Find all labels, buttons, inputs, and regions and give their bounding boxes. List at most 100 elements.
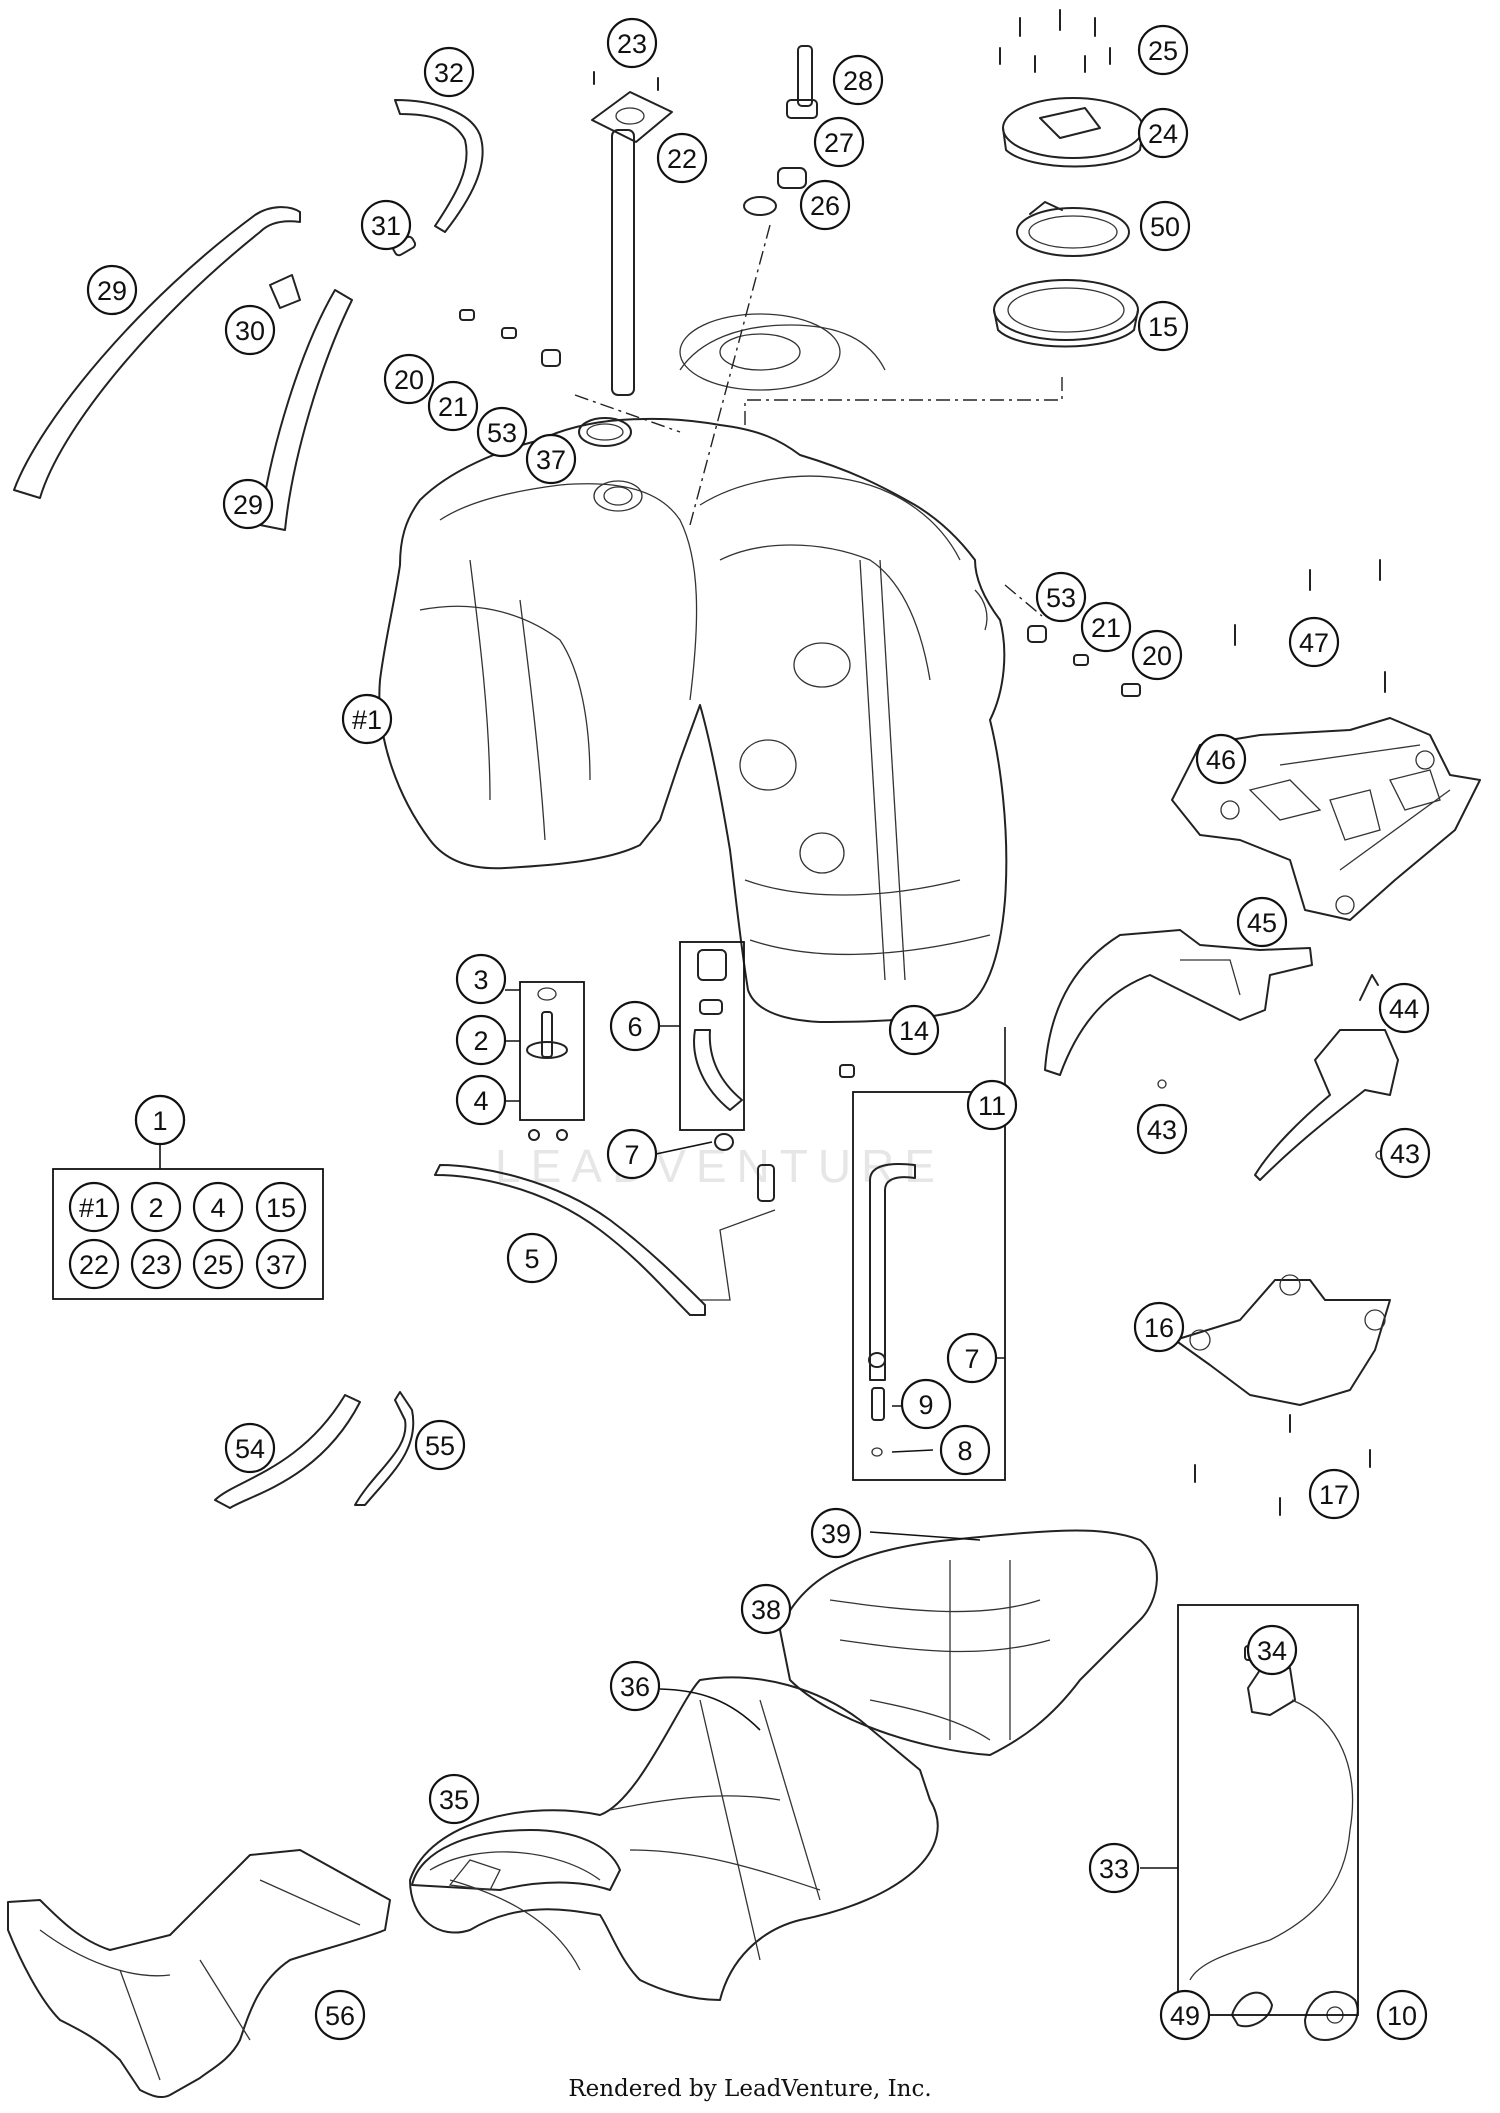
callout-label: 43 [1147,1115,1177,1145]
callout-hash-1: #1 [341,693,393,745]
callout-53: 53 [1035,571,1087,623]
callout-7: 7 [606,1128,658,1180]
callout-bubbles: 1234567789101114151617202021212223242526… [86,17,1431,2041]
callout-label: 10 [1387,2001,1417,2031]
kit-item-label: 2 [148,1193,163,1223]
callout-label: 3 [473,965,488,995]
callout-29: 29 [222,478,274,530]
callout-11: 11 [966,1079,1018,1131]
callout-55: 55 [414,1419,466,1471]
group-frames [52,941,1359,2016]
callout-label: 32 [434,58,464,88]
kit-item-label: 37 [266,1250,296,1280]
callout-14: 14 [888,1004,940,1056]
watermark-text: LEADVENTURE [495,1140,945,1192]
callout-label: 20 [1142,641,1172,671]
callout-45: 45 [1236,896,1288,948]
callout-38: 38 [740,1583,792,1635]
callout-17: 17 [1308,1468,1360,1520]
kit-item: 23 [130,1238,182,1290]
callout-29: 29 [86,264,138,316]
callout-label: 33 [1099,1854,1129,1884]
callout-label: 44 [1389,994,1419,1024]
filler-neck [591,71,673,396]
callout-label: 34 [1257,1636,1287,1666]
drain-hose [868,1162,916,1457]
callout-23: 23 [606,17,658,69]
callout-label: 25 [1148,36,1178,66]
kit-item: 4 [192,1181,244,1233]
callout-50: 50 [1139,200,1191,252]
callout-56: 56 [314,1989,366,2041]
callout-label: 24 [1148,119,1178,149]
callout-53: 53 [476,406,528,458]
callout-33: 33 [1088,1842,1140,1894]
callout-label: 35 [439,1785,469,1815]
callout-46: 46 [1195,733,1247,785]
callout-label: 27 [824,128,854,158]
grab-handle-bracket [1044,929,1313,1076]
callout-label: 7 [964,1344,979,1374]
valve-parts [743,45,818,216]
callout-15: 15 [1137,300,1189,352]
luggage-rack [1171,559,1481,921]
callout-label: #1 [352,705,382,735]
callout-label: 49 [1170,2001,1200,2031]
callout-24: 24 [1137,107,1189,159]
callout-9: 9 [900,1378,952,1430]
kit-item-label: 22 [79,1250,109,1280]
callout-3: 3 [455,953,507,1005]
callout-label: 30 [235,316,265,346]
callout-16: 16 [1133,1301,1185,1353]
callout-26: 26 [799,179,851,231]
callout-37: 37 [525,433,577,485]
callout-8: 8 [939,1424,991,1476]
front-seat [409,1676,939,2001]
callout-label: 54 [235,1434,265,1464]
kit-title-bubble: 1 [134,1094,186,1146]
callout-label: 45 [1247,908,1277,938]
seat-lock-cable [1189,1645,1359,2041]
callout-label: 38 [751,1595,781,1625]
callout-21: 21 [1080,601,1132,653]
cap-gasket [1016,201,1130,257]
callout-7: 7 [946,1332,998,1384]
callout-label: 14 [899,1016,929,1046]
kit-item-label: 15 [266,1193,296,1223]
callout-label: 9 [918,1390,933,1420]
footer-credit: Rendered by LeadVenture, Inc. [568,2076,931,2102]
callout-label: 28 [843,66,873,96]
assembly-lines [574,224,1063,617]
callout-label: 47 [1299,628,1329,658]
callout-label: 37 [536,445,566,475]
kit-item-label: 25 [203,1250,233,1280]
callout-label: 39 [821,1519,851,1549]
callout-label: 17 [1319,1480,1349,1510]
callout-25: 25 [1137,24,1189,76]
callout-44: 44 [1378,982,1430,1034]
callout-47: 47 [1288,616,1340,668]
kit-item: 15 [255,1181,307,1233]
callout-label: 7 [624,1140,639,1170]
callout-label: 26 [810,191,840,221]
kit-item-label: 4 [210,1193,225,1223]
seat-pan [7,1849,391,2099]
callout-label: 15 [1148,312,1178,342]
callout-label: 21 [1091,613,1121,643]
callout-label: 8 [957,1436,972,1466]
callout-label: 53 [487,418,517,448]
callout-label: 29 [233,490,263,520]
callout-label: 56 [325,2001,355,2031]
leader-lines [159,989,1178,1869]
callout-36: 36 [609,1660,661,1712]
kit-item: 37 [255,1238,307,1290]
callout-label: 22 [667,144,697,174]
callout-label: 23 [617,29,647,59]
kit-item: 22 [68,1238,120,1290]
callout-43: 43 [1136,1103,1188,1155]
callout-5: 5 [506,1232,558,1284]
rear-seat [779,1529,1158,1756]
callout-label: 16 [1144,1313,1174,1343]
callout-31: 31 [360,199,412,251]
